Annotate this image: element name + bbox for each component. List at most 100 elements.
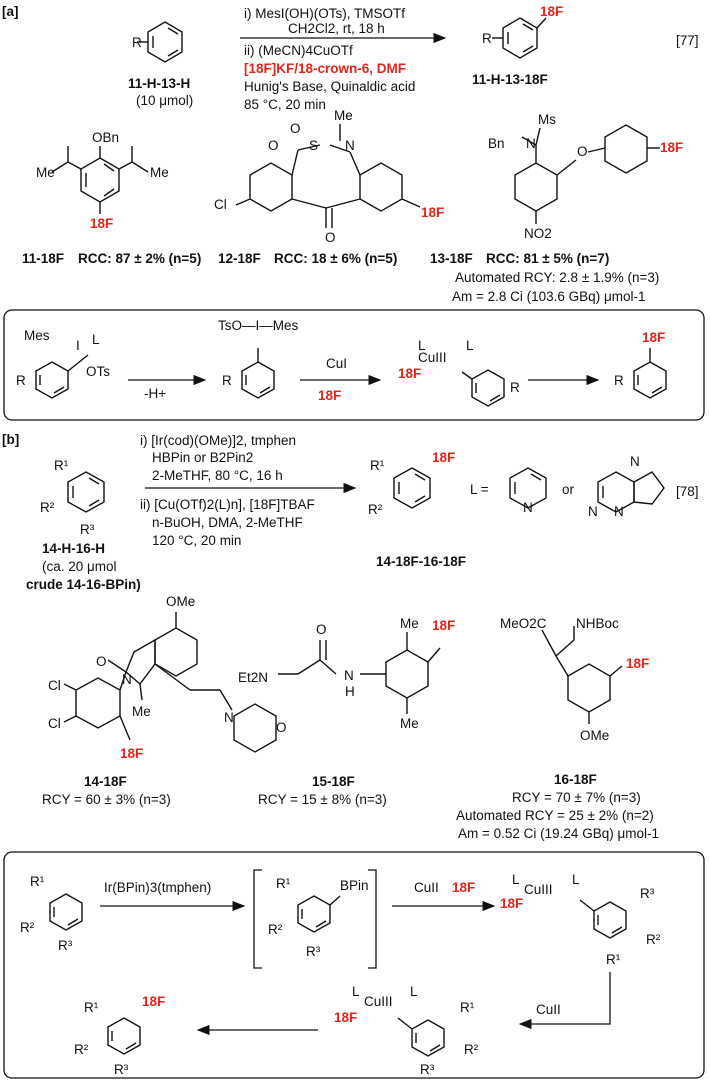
- mech-b-f18d: 18F: [142, 994, 165, 1009]
- ex15-me1: Me: [400, 616, 419, 631]
- ex15-o: O: [316, 622, 327, 637]
- ex13-automated: Automated RCY: 2.8 ± 1.9% (n=3): [455, 270, 659, 285]
- cond-a-5: Hunig's Base, Quinaldic acid: [244, 79, 415, 94]
- mech-a-arene2: [241, 348, 275, 399]
- mech-b-cu2a: CuII: [414, 880, 439, 895]
- ex14-o: O: [96, 654, 107, 669]
- mech-a-ots: OTs: [86, 364, 110, 379]
- cond-b-3: 2-MeTHF, 80 °C, 16 h: [152, 468, 283, 483]
- ex12-me: Me: [334, 108, 353, 123]
- mech-a-l2: L: [466, 338, 474, 353]
- ex13-am: Am = 2.8 Ci (103.6 GBq) μmol-1: [452, 289, 645, 304]
- mech-b-cu3b: CuIII: [364, 994, 393, 1009]
- panel-b-label: [b]: [2, 432, 19, 447]
- benzene-product-b: [393, 467, 431, 509]
- mech-b-r1b: R¹: [276, 876, 291, 891]
- ex13-n: N: [526, 136, 536, 151]
- ex15-id: 15-18F: [312, 774, 355, 789]
- mech-b-bpin: BPin: [340, 878, 369, 893]
- mech-a-r3: R: [510, 380, 520, 395]
- mech-b-r3e: R³: [114, 1062, 129, 1077]
- cond-a-3: ii) (MeCN)4CuOTf: [244, 43, 353, 58]
- ex15-f18: 18F: [432, 618, 455, 633]
- morpholine-ring: [233, 703, 277, 753]
- ex13-id: 13-18F: [430, 251, 473, 266]
- ex12-id: 12-18F: [218, 251, 261, 266]
- mech-a-f18-cu: 18F: [398, 366, 421, 381]
- l-equals: L =: [470, 482, 489, 497]
- mech-b-r1a: R¹: [30, 874, 45, 889]
- mech-b-arene2: [297, 895, 341, 933]
- mech-b-f18b: 18F: [500, 896, 523, 911]
- cond-a-2: CH2Cl2, rt, 18 h: [288, 21, 385, 36]
- product-id-a: 11-H-13-18F: [472, 72, 548, 87]
- ex14-id: 14-18F: [84, 774, 127, 789]
- mech-a-mes: Mes: [24, 328, 50, 343]
- mech-b-f18a: 18F: [452, 880, 475, 895]
- structure-12-18f: [235, 124, 421, 228]
- ex11-me-left: Me: [36, 165, 55, 180]
- mech-b-cu2b: CuII: [536, 1002, 561, 1017]
- ex12-s: S: [309, 138, 318, 153]
- benzene-start-a: [137, 21, 183, 63]
- ex11-id: 11-18F: [22, 251, 64, 266]
- cond-a-6: 85 °C, 20 min: [244, 97, 326, 112]
- imidazo-n2: N: [588, 504, 598, 519]
- ex15-n: N: [344, 668, 354, 683]
- structure-13-18f: [514, 124, 660, 224]
- ex11-f18: 18F: [90, 216, 113, 231]
- mech-b-r3c: R³: [640, 886, 655, 901]
- ex15-et2n: Et2N: [238, 670, 268, 685]
- start-r3-b: R³: [80, 522, 95, 537]
- structure-16-18f: [541, 626, 623, 724]
- mech-a-arene3: [461, 369, 505, 407]
- ex13-o: O: [577, 144, 588, 159]
- product-f18-b: 18F: [432, 450, 455, 465]
- ex14-ome: OMe: [166, 594, 195, 609]
- ex16-meo2c: MeO2C: [500, 616, 547, 631]
- mech-a-cu3: CuIII: [418, 350, 447, 365]
- start-id-b: 14-H-16-H: [42, 541, 105, 556]
- mech-b-r1d: R¹: [460, 1000, 475, 1015]
- structure-11-18f: [51, 146, 149, 214]
- cond-b-4: ii) [Cu(OTf)2(L)n], [18F]TBAF: [140, 497, 315, 512]
- ex13-no2: NO2: [524, 226, 552, 241]
- mech-a-i: I: [76, 338, 80, 353]
- ex12-o2: O: [290, 121, 301, 136]
- mech-b-ir: Ir(BPin)3(tmphen): [104, 880, 211, 895]
- ex12-o1: O: [268, 138, 279, 153]
- ex14-cl2: Cl: [48, 716, 61, 731]
- ex14-f18: 18F: [120, 746, 143, 761]
- start-r-a: R: [132, 35, 142, 50]
- mech-b-r1c: R¹: [606, 952, 621, 967]
- mech-b-r2c: R²: [646, 932, 661, 947]
- ex16-am: Am = 0.52 Ci (19.24 GBq) μmol-1: [458, 826, 659, 841]
- mech-a-r1: R: [16, 373, 26, 388]
- mech-b-l2: L: [572, 872, 580, 887]
- ex11-obn: OBn: [92, 130, 119, 145]
- mech-b-arene4: [397, 1017, 445, 1057]
- start-note2-b: crude 14-16-BPin): [26, 577, 141, 592]
- start-r2-b: R²: [40, 500, 55, 515]
- ex14-morph-o: O: [276, 720, 287, 735]
- ex12-cl: Cl: [214, 197, 227, 212]
- mech-b-l3: L: [352, 984, 360, 999]
- mech-b-r3d: R³: [420, 1062, 435, 1077]
- product-id-b: 14-18F-16-18F: [376, 554, 466, 569]
- mechanism-box-a: [3, 309, 705, 421]
- ex13-result: RCC: 81 ± 5% (n=7): [486, 251, 609, 266]
- ex12-result: RCC: 18 ± 6% (n=5): [274, 251, 397, 266]
- mech-b-arene3: [579, 899, 627, 939]
- ligand-or: or: [562, 482, 575, 497]
- ex13-ms: Ms: [538, 112, 556, 127]
- ex16-f18: 18F: [626, 656, 649, 671]
- ex13-bn: Bn: [488, 136, 505, 151]
- ex12-n: N: [345, 138, 355, 153]
- mechanism-box-b: [3, 851, 705, 1079]
- panel-a-label: [a]: [2, 4, 19, 19]
- mech-b-f18c: 18F: [334, 1010, 357, 1025]
- ex15-result: RCY = 15 ± 8% (n=3): [258, 792, 387, 807]
- cond-b-2: HBPin or B2Pin2: [152, 450, 253, 465]
- structure-14-18f: [63, 612, 233, 741]
